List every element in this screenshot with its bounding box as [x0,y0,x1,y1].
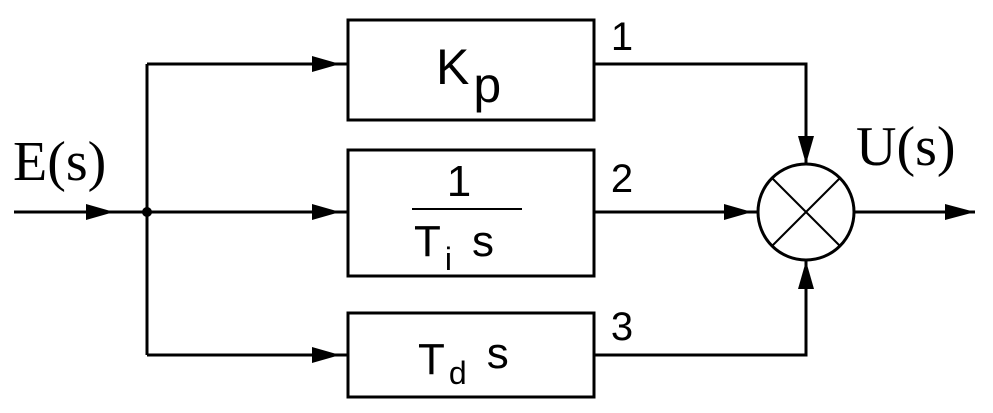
arrow-into-junction-top [798,136,814,164]
arrow-into-junction-bottom [798,261,814,289]
proportional-gain-label: Kp [436,39,501,113]
integral-den-main: T [414,217,441,266]
branch-label-1: 1 [611,15,633,59]
arrow-to-integral [312,204,340,220]
integral-den-sub: i [445,241,452,277]
input-signal-label: E(s) [13,131,106,193]
arrow-into-junction-left [724,204,752,220]
proportional-main: K [436,39,469,95]
integral-numerator: 1 [447,157,471,206]
junction-cross-b [771,177,841,247]
derivative-main: T [418,335,445,384]
proportional-sub: p [473,57,501,113]
derivative-block [346,311,596,399]
branch-label-2: 2 [611,157,633,201]
output-arrow [945,204,975,220]
arrow-to-derivative [312,347,340,363]
integral-den-var: s [472,217,494,266]
derivative-sub: d [449,355,467,391]
wire-from-derivative [594,261,808,357]
arrow-to-proportional [312,56,340,72]
wire-from-proportional [594,62,808,164]
derivative-var: s [487,329,509,378]
proportional-block [346,18,596,122]
input-arrow [86,204,114,220]
output-signal-label: U(s) [856,116,956,178]
branch-label-3: 3 [611,305,633,349]
